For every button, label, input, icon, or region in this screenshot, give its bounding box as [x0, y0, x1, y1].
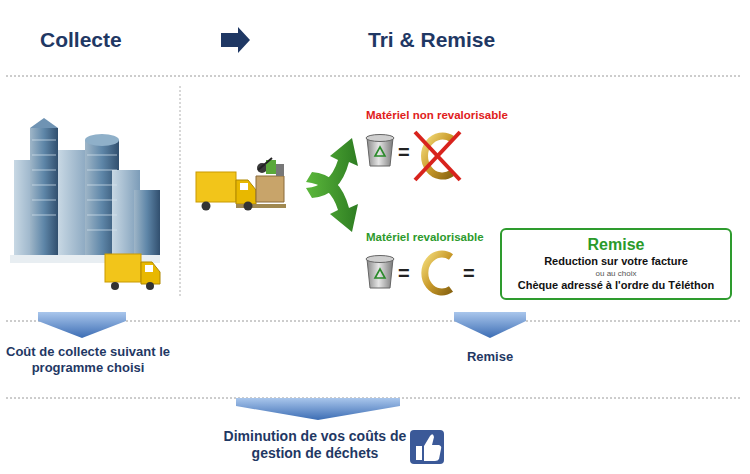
separator-line	[6, 76, 742, 77]
truck-picture	[105, 254, 160, 290]
equals-sign: =	[398, 261, 418, 285]
box-text: Reduction sur votre facture	[544, 255, 688, 269]
thumbs-up-icon	[410, 430, 444, 464]
truck-with-box-picture	[196, 158, 286, 211]
recycle-bin-icon	[366, 256, 394, 289]
equals-sign: =	[463, 261, 483, 285]
step-caption: Remise	[440, 349, 540, 365]
equals-sign: =	[398, 140, 418, 164]
euro-icon	[418, 254, 451, 292]
crossed-euro-icon	[415, 132, 460, 180]
buildings-picture	[10, 118, 160, 263]
recycle-bin-icon	[366, 135, 394, 167]
category-label: Matériel non revalorisable	[366, 109, 566, 123]
header-arrow	[221, 27, 250, 53]
column-heading: Collecte	[40, 27, 210, 52]
split-arrow	[306, 138, 358, 232]
column-heading: Tri & Remise	[368, 27, 588, 52]
box-note: ou au choix	[596, 269, 637, 279]
separator-line	[180, 86, 181, 296]
down-arrow	[236, 398, 400, 420]
result-caption: Diminution de vos coûts de gestion de dé…	[222, 428, 408, 462]
box-text: Chèque adressé à l'ordre du Téléthon	[518, 279, 714, 293]
remise-box: RemiseReduction sur votre factureou au c…	[500, 228, 732, 300]
down-arrow	[454, 312, 526, 338]
down-arrow	[38, 312, 126, 338]
box-heading: Remise	[588, 235, 645, 255]
step-caption: Coût de collecte suivant le programme ch…	[2, 344, 174, 375]
